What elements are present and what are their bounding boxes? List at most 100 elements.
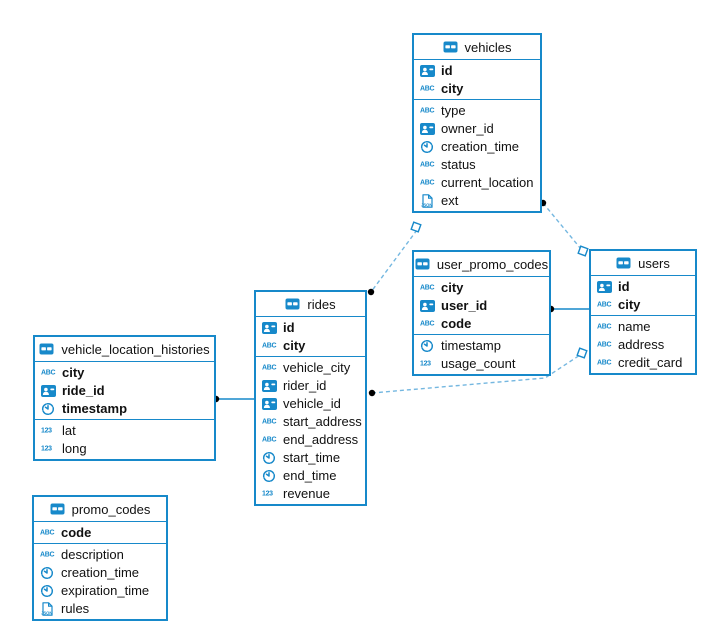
table-header[interactable]: vehicle_location_histories bbox=[35, 337, 214, 362]
abc-text-icon: ABC bbox=[420, 179, 435, 187]
id-badge-icon bbox=[597, 280, 614, 293]
abc-text-icon: ABC bbox=[41, 369, 56, 377]
fields-section: ABC vehicle_city rider_id vehicle_id ABC… bbox=[256, 357, 365, 504]
field-row-owner_id: owner_id bbox=[414, 120, 540, 138]
field-row-code: ABC code bbox=[420, 316, 472, 331]
table-vehicle_location_histories[interactable]: vehicle_location_histories ABC city ride… bbox=[33, 335, 216, 461]
abc-text-icon: ABC bbox=[262, 364, 277, 372]
field-row-vehicle_city: ABC vehicle_city bbox=[262, 360, 351, 375]
relation-line-rides-users[interactable] bbox=[371, 354, 581, 394]
abc-text-icon: ABC bbox=[40, 529, 55, 537]
abc-text-icon: ABC bbox=[597, 359, 612, 367]
table-rides[interactable]: rides id ABC city ABC vehicle_city rider… bbox=[254, 290, 367, 506]
field-row-rider_id: rider_id bbox=[256, 377, 365, 395]
field-row-creation_time: creation_time bbox=[414, 138, 540, 156]
abc-text-icon: ABC bbox=[597, 341, 612, 349]
abc-text-icon: ABC bbox=[262, 418, 277, 426]
field-row-id: id bbox=[256, 319, 365, 337]
field-row-type: ABC type bbox=[420, 103, 466, 118]
field-row-address: ABC address bbox=[597, 337, 665, 352]
abc-text-icon: ABC bbox=[597, 301, 612, 309]
primary-key-section: id ABC city bbox=[256, 317, 365, 357]
field-row-usage_count: 123 usage_count bbox=[420, 356, 516, 371]
field-row-city: ABC city bbox=[420, 81, 464, 96]
table-icon bbox=[50, 503, 67, 515]
field-row-current_location: ABC current_location bbox=[420, 175, 534, 190]
table-title: rides bbox=[307, 296, 336, 312]
table-promo_codes[interactable]: promo_codes ABC code ABC description cre… bbox=[32, 495, 168, 621]
field-row-credit_card: ABC credit_card bbox=[597, 355, 683, 370]
field-row-description: ABC description bbox=[40, 547, 124, 562]
fields-section: timestamp 123 usage_count bbox=[414, 335, 549, 374]
123-number-icon: 123 bbox=[41, 445, 52, 453]
abc-text-icon: ABC bbox=[420, 320, 435, 328]
clock-icon bbox=[40, 584, 57, 598]
fields-section: ABC description creation_time expiration… bbox=[34, 544, 166, 619]
abc-text-icon: ABC bbox=[420, 284, 435, 292]
field-row-end_time: end_time bbox=[256, 467, 365, 485]
id-badge-icon bbox=[41, 384, 58, 397]
field-row-timestamp: timestamp bbox=[414, 337, 549, 355]
primary-key-section: id ABC city bbox=[414, 60, 540, 100]
relation-diamond-marker bbox=[410, 221, 422, 233]
field-row-ext: JSON ext bbox=[421, 193, 459, 208]
field-row-id: id bbox=[591, 278, 695, 296]
id-badge-icon bbox=[420, 122, 437, 135]
field-row-city: ABC city bbox=[597, 297, 641, 312]
clock-icon bbox=[262, 469, 279, 483]
field-row-timestamp: timestamp bbox=[35, 400, 214, 418]
table-vehicles[interactable]: vehicles id ABC city ABC type owner_id c… bbox=[412, 33, 542, 213]
primary-key-section: id ABC city bbox=[591, 276, 695, 316]
table-title: user_promo_codes bbox=[436, 256, 549, 272]
table-users[interactable]: users id ABC city ABC name ABC address A… bbox=[589, 249, 697, 375]
table-header[interactable]: vehicles bbox=[414, 35, 540, 60]
relation-line-vehicles-users[interactable] bbox=[542, 202, 582, 250]
field-row-city: ABC city bbox=[41, 365, 85, 380]
primary-key-section: ABC city user_id ABC code bbox=[414, 277, 549, 335]
table-header[interactable]: promo_codes bbox=[34, 497, 166, 522]
relation-diamond-marker bbox=[576, 347, 588, 359]
table-header[interactable]: users bbox=[591, 251, 695, 276]
abc-text-icon: ABC bbox=[420, 85, 435, 93]
fields-section: 123 lat 123 long bbox=[35, 420, 214, 459]
abc-text-icon: ABC bbox=[597, 323, 612, 331]
table-user_promo_codes[interactable]: user_promo_codes ABC city user_id ABC co… bbox=[412, 250, 551, 376]
relation-dot-marker bbox=[368, 389, 376, 397]
field-row-vehicle_id: vehicle_id bbox=[256, 395, 365, 413]
clock-icon bbox=[420, 140, 437, 154]
clock-icon bbox=[262, 451, 279, 465]
table-title: promo_codes bbox=[71, 501, 151, 517]
123-number-icon: 123 bbox=[262, 490, 273, 498]
table-header[interactable]: rides bbox=[256, 292, 365, 317]
field-row-id: id bbox=[414, 62, 540, 80]
id-badge-icon bbox=[262, 397, 279, 410]
json-icon: JSON bbox=[40, 601, 57, 616]
table-icon bbox=[616, 257, 633, 269]
field-row-start_time: start_time bbox=[256, 449, 365, 467]
primary-key-section: ABC city ride_id timestamp bbox=[35, 362, 214, 420]
abc-text-icon: ABC bbox=[420, 161, 435, 169]
id-badge-icon bbox=[262, 379, 279, 392]
table-icon bbox=[285, 298, 302, 310]
abc-text-icon: ABC bbox=[262, 436, 277, 444]
field-row-user_id: user_id bbox=[414, 297, 549, 315]
table-header[interactable]: user_promo_codes bbox=[414, 252, 549, 277]
relation-dot-marker bbox=[367, 288, 375, 296]
field-row-name: ABC name bbox=[597, 319, 651, 334]
field-row-city: ABC city bbox=[262, 338, 306, 353]
table-title: users bbox=[638, 255, 670, 271]
relation-diamond-marker bbox=[577, 245, 589, 257]
fields-section: ABC name ABC address ABC credit_card bbox=[591, 316, 695, 373]
field-row-lat: 123 lat bbox=[41, 423, 76, 438]
primary-key-section: ABC code bbox=[34, 522, 166, 544]
table-icon bbox=[415, 258, 432, 270]
field-row-city: ABC city bbox=[420, 280, 464, 295]
field-row-status: ABC status bbox=[420, 157, 476, 172]
field-row-revenue: 123 revenue bbox=[262, 486, 330, 501]
field-row-creation_time: creation_time bbox=[34, 564, 166, 582]
123-number-icon: 123 bbox=[420, 360, 431, 368]
svg-text:JSON: JSON bbox=[421, 202, 432, 207]
id-badge-icon bbox=[262, 321, 279, 334]
relation-line-rides-vehicles[interactable] bbox=[370, 229, 418, 293]
